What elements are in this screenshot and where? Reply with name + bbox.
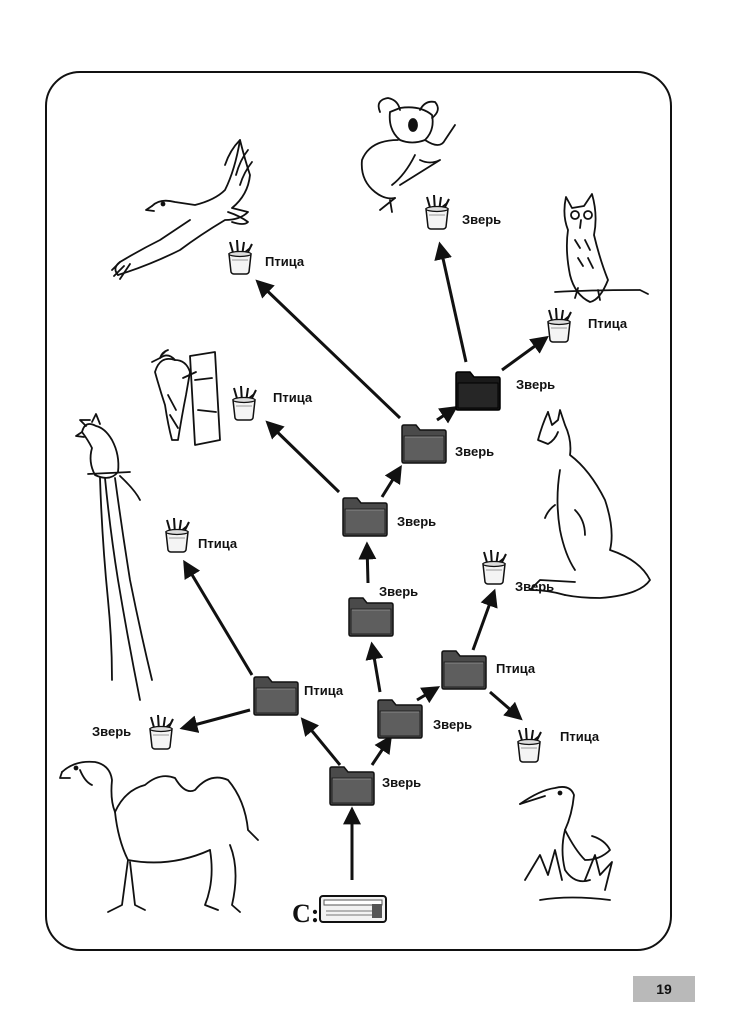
file-label: Птица: [588, 316, 628, 331]
arrow-ptica1-to-camelfile: [179, 708, 251, 733]
arrow-ptica2-to-kangaroofile: [471, 588, 498, 651]
pencil-cup-icon: [425, 194, 450, 230]
pencil-cup-icon: [228, 239, 253, 275]
arrow-zvertop-to-koalafile: [434, 241, 468, 363]
eagle-illustration: [111, 139, 253, 280]
folder-zver-4[interactable]: Зверь: [342, 497, 436, 537]
folder-icon: [377, 699, 423, 739]
arrow-zver3-to-zver4: [358, 541, 377, 584]
heron-illustration: [519, 786, 613, 901]
folder-icon: [342, 497, 388, 537]
arrow-zver5-to-eaglefile: [255, 279, 402, 420]
folder-icon-dark: [455, 371, 501, 411]
folder-zver-1[interactable]: Зверь: [329, 766, 421, 806]
folder-zver-5[interactable]: Зверь: [401, 424, 494, 464]
arrow-ptica2-to-heronfile: [489, 690, 523, 721]
pencil-cup-icon: [482, 549, 507, 585]
quetzal-illustration: [75, 413, 153, 701]
arrow-zver1-to-ptica1: [300, 717, 342, 766]
file-ptica-heron[interactable]: Птица: [517, 727, 600, 763]
folder-ptica-1[interactable]: Птица: [253, 676, 344, 716]
owl-illustration: [554, 193, 649, 303]
file-ptica-quetzal[interactable]: Птица: [165, 517, 238, 553]
pencil-cup-icon: [165, 517, 190, 553]
folder-icon: [441, 650, 487, 690]
file-ptica-eagle[interactable]: Птица: [228, 239, 305, 275]
file-zver-camel[interactable]: Зверь: [92, 714, 174, 750]
file-label: Птица: [265, 254, 305, 269]
file-label: Птица: [198, 536, 238, 551]
pencil-cup-icon: [517, 727, 542, 763]
folder-zver-2[interactable]: Зверь: [377, 699, 472, 739]
folder-label: Зверь: [455, 444, 494, 459]
tree-arrows: [179, 241, 549, 880]
arrow-zver2-to-ptica2: [416, 686, 441, 704]
drive-node[interactable]: C:: [292, 895, 387, 928]
file-zver-kangaroo[interactable]: Зверь: [482, 549, 554, 594]
file-label: Птица: [560, 729, 600, 744]
folder-ptica-2[interactable]: Птица: [441, 650, 536, 690]
koala-illustration: [360, 97, 456, 213]
folder-icon: [348, 597, 394, 637]
folder-icon: [253, 676, 299, 716]
file-ptica-owl[interactable]: Птица: [547, 307, 628, 343]
pencil-cup-icon: [149, 714, 174, 750]
folder-zver-3[interactable]: Зверь: [348, 584, 418, 637]
page-frame: [45, 71, 672, 951]
file-zver-koala[interactable]: Зверь: [425, 194, 501, 230]
arrow-zver4-to-zver5: [380, 464, 402, 498]
camel-illustration: [59, 760, 259, 913]
arrow-zver5-to-zvertop: [436, 406, 458, 424]
arrow-zver2-to-zver3: [365, 641, 384, 693]
drive-label: C:: [292, 899, 319, 928]
woodpecker-illustration: [151, 349, 221, 446]
folder-label: Птица: [304, 683, 344, 698]
kangaroo-illustration: [529, 409, 651, 599]
folder-icon: [401, 424, 447, 464]
folder-label: Зверь: [433, 717, 472, 732]
file-label: Зверь: [462, 212, 501, 227]
folder-label: Птица: [496, 661, 536, 676]
page-number: 19: [633, 976, 695, 1002]
arrow-zver1-to-zver2: [370, 735, 392, 766]
folder-label: Зверь: [397, 514, 436, 529]
file-ptica-woodpecker[interactable]: Птица: [232, 385, 313, 421]
folder-icon: [329, 766, 375, 806]
folder-label: Зверь: [382, 775, 421, 790]
drive-icon: [319, 895, 387, 923]
pencil-cup-icon: [232, 385, 257, 421]
arrow-zver4-to-woodpeckerfile: [265, 420, 341, 494]
folder-zver-top[interactable]: Зверь: [455, 371, 555, 411]
pencil-cup-icon: [547, 307, 572, 343]
folder-label: Зверь: [516, 377, 555, 392]
folder-label: Зверь: [379, 584, 418, 599]
file-label: Зверь: [92, 724, 131, 739]
arrow-ptica1-to-quetzalfile: [183, 559, 254, 676]
arrow-zvertop-to-owlfile: [501, 335, 549, 372]
file-label: Птица: [273, 390, 313, 405]
